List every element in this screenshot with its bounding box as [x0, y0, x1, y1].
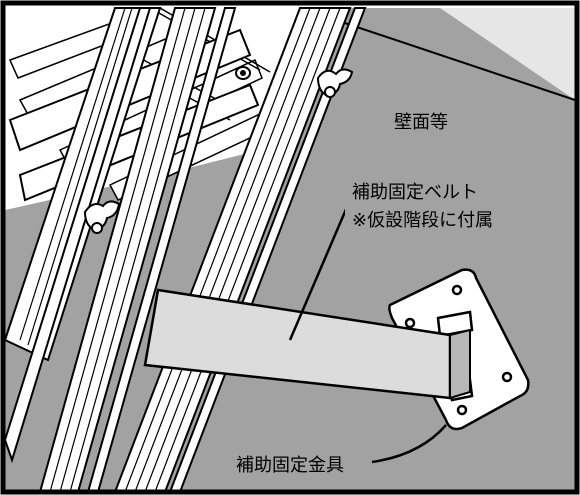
belt-label-line2: ※仮設階段に付属	[352, 210, 493, 231]
left-stringer-lines	[19, 7, 206, 493]
bolt-head	[235, 66, 251, 80]
bracket-label: 補助固定金具	[236, 455, 344, 476]
wing-nut-left	[83, 200, 121, 234]
wall-label: 壁面等	[394, 112, 448, 133]
belt-label-line1: 補助固定ベルト	[352, 182, 478, 203]
fixing-belt	[143, 288, 471, 400]
wing-nut-top	[316, 68, 354, 98]
bracket-label-bg	[230, 448, 372, 478]
wall-edge-line	[299, 7, 576, 101]
wall-label-bg	[380, 104, 462, 132]
ceiling-area	[300, 8, 575, 100]
leader-belt	[288, 199, 352, 341]
belt-label-bg	[345, 176, 545, 234]
leader-bracket	[371, 424, 447, 464]
right-stringer-lines	[124, 7, 341, 493]
